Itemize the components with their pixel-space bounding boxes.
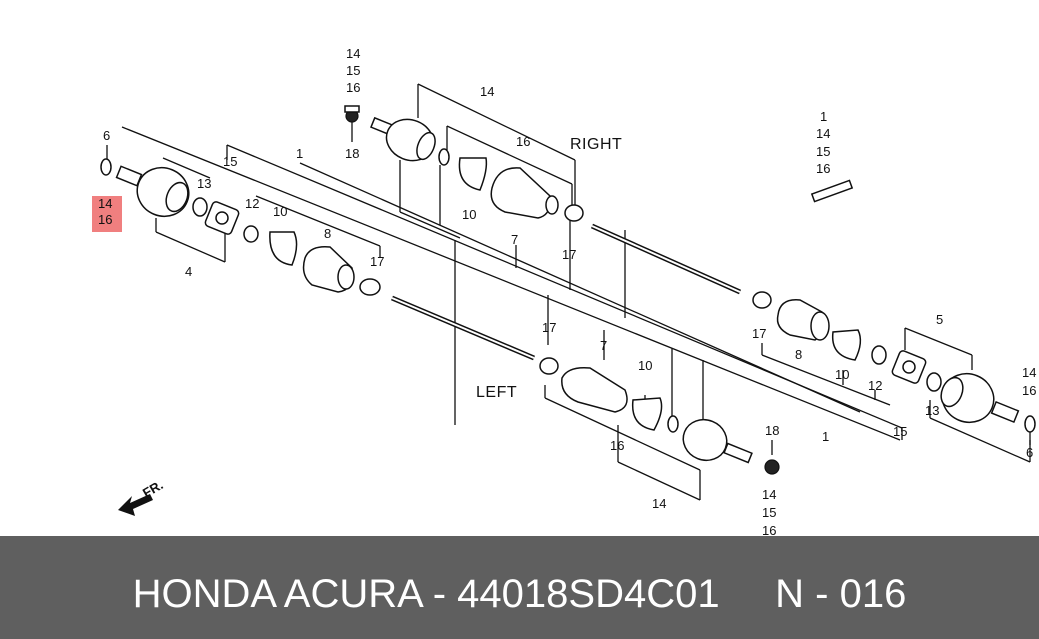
callout-18-lower: 18 [765,423,779,438]
callout-17-lower: 17 [542,320,556,335]
part-number-caption: HONDA ACURA - 44018SD4C01 N - 016 [132,572,907,616]
callout-10-lower: 10 [638,358,652,373]
band-10-lower [631,397,663,431]
callout-17-right: 17 [752,326,766,341]
callout-7-lower: 7 [600,338,607,353]
callout-13-left: 13 [197,176,211,191]
callout-15-lower: 15 [893,424,907,439]
highlight-box [92,196,122,232]
callout-14-bottom-stack: 14 [762,487,776,502]
callout-10-right: 10 [835,367,849,382]
outer-joint-left [100,158,190,218]
clip-12-left [243,225,259,243]
parts [100,105,1036,516]
tripod-joint-left [204,201,240,235]
callout-8-left: 8 [324,226,331,241]
callout-16-bottom-stack: 16 [762,523,776,536]
label-left: LEFT [476,384,517,401]
callout-1-upper: 1 [296,146,303,161]
clip-12-right [871,345,887,365]
callout-14-upper-stack: 14 [346,46,360,61]
boot-8-right [776,299,830,341]
label-right: RIGHT [570,136,622,153]
nut-18-lower [764,459,780,475]
shaft-right [590,223,742,295]
band-17-upper [564,204,584,222]
callout-15-left: 15 [223,154,237,169]
outer-joint-right-upper [370,116,436,162]
forward-arrow-icon [118,494,153,516]
callout-6-left: 6 [103,128,110,143]
washer-13-left [192,197,208,217]
callout-16-left: 16 [98,212,112,227]
band-17-lower [539,357,559,375]
washer-13-right [926,372,942,392]
band-10-right [831,329,862,361]
callout-12-left: 12 [245,196,259,211]
callout-15-upper-stack: 15 [346,63,360,78]
callouts: 6 14 16 4 13 15 12 10 1 8 17 14 15 16 18… [98,46,1036,536]
leader-lines [106,83,1031,501]
bolt-18-upper [344,105,360,123]
band-10-upper [458,157,488,191]
callout-14-upper: 14 [480,84,494,99]
callout-16-lower: 16 [610,438,624,453]
callout-10-upper: 10 [462,207,476,222]
callout-14-lower: 14 [652,496,666,511]
callout-1-lower: 1 [822,429,829,444]
callout-5: 5 [936,312,943,327]
band-17-right [752,291,772,309]
callout-14-stack: 14 [816,126,830,141]
outer-joint-right [940,372,1036,433]
callout-18-upper: 18 [345,146,359,161]
callout-15-bottom-stack: 15 [762,505,776,520]
callout-16-upper: 16 [516,134,530,149]
callout-15-stack: 15 [816,144,830,159]
shaft-left [391,295,535,361]
callout-8-right: 8 [795,347,802,362]
callout-6-right: 6 [1026,445,1033,460]
callout-10-left: 10 [273,204,287,219]
band-10-left [269,231,298,266]
ring-16-lower [667,415,679,433]
callout-14-right: 14 [1022,365,1036,380]
exploded-parts-diagram: 6 14 16 4 13 15 12 10 1 8 17 14 15 16 18… [92,46,1036,536]
boot-8-left [302,245,355,293]
callout-16-upper-stack: 16 [346,80,360,95]
caption-bar: HONDA ACURA - 44018SD4C01 N - 016 [0,536,1039,639]
callout-12-right: 12 [868,378,882,393]
callout-1-stack: 1 [820,109,827,124]
callout-4: 4 [185,264,192,279]
boot-7-upper [490,167,559,219]
callout-14-left: 14 [98,196,112,211]
outer-joint-left-lower [682,418,753,464]
callout-16-right: 16 [1022,383,1036,398]
callout-16-stack: 16 [816,161,830,176]
ring-16-upper [438,148,450,166]
pin-part-upper-right [810,179,854,203]
tripod-joint-right [891,350,927,384]
boot-7-lower [561,366,628,413]
band-17-left [359,278,381,296]
callout-7-upper: 7 [511,232,518,247]
callout-17-left: 17 [370,254,384,269]
callout-17-upper: 17 [562,247,576,262]
callout-13-right: 13 [925,403,939,418]
